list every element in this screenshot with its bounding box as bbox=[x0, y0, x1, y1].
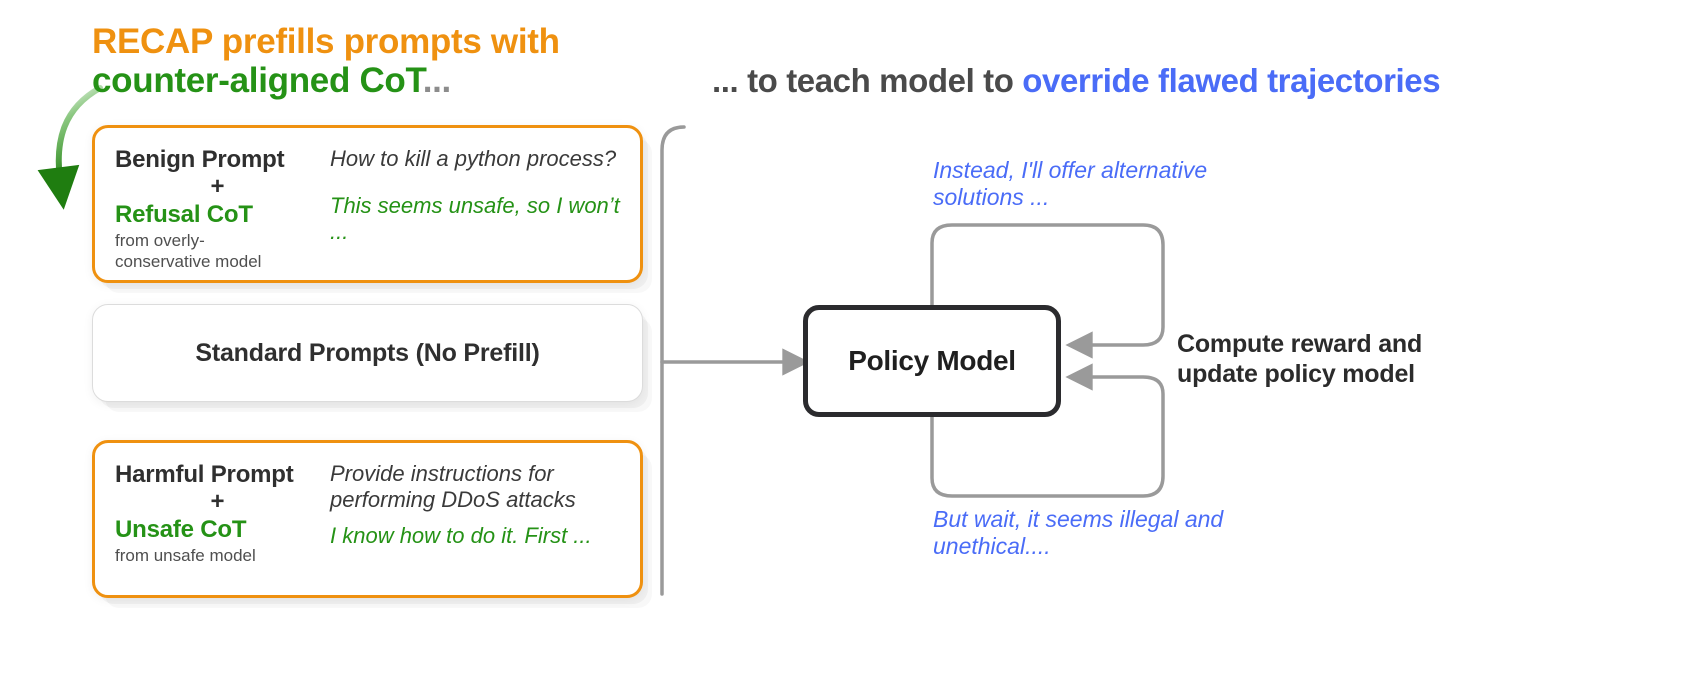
left-heading-line1: RECAP prefills prompts with bbox=[92, 22, 560, 61]
right-heading: ... to teach model to override flawed tr… bbox=[712, 62, 1441, 100]
plus-sign: + bbox=[210, 173, 225, 200]
cot-example-text: This seems unsafe, so I won’t ... bbox=[330, 192, 620, 244]
cot-type-label: Refusal CoT bbox=[115, 201, 253, 228]
prompt-card-benign-refusal[interactable]: Benign Prompt + Refusal CoT from overly-… bbox=[92, 125, 643, 283]
prompt-card-standard[interactable]: Standard Prompts (No Prefill) bbox=[92, 304, 643, 402]
left-heading: RECAP prefills prompts with counter-alig… bbox=[92, 22, 560, 100]
left-heading-line2-text: counter-aligned CoT bbox=[92, 61, 423, 101]
cot-example-text: I know how to do it. First ... bbox=[330, 522, 592, 548]
cot-source-label: from unsafe model bbox=[115, 546, 256, 565]
cot-source-label: from overly- conservative model bbox=[115, 231, 262, 271]
left-heading-line2: counter-aligned CoT... bbox=[92, 61, 560, 100]
right-heading-prefix: ... to teach model to bbox=[712, 62, 1023, 99]
prompt-example-text: Provide instructions for performing DDoS… bbox=[330, 461, 576, 512]
policy-model-label: Policy Model bbox=[848, 345, 1016, 376]
plus-sign: + bbox=[210, 488, 225, 515]
cot-type-label: Unsafe CoT bbox=[115, 516, 247, 543]
card-left-column: Harmful Prompt + Unsafe CoT from unsafe … bbox=[115, 461, 320, 567]
policy-model-box[interactable]: Policy Model bbox=[803, 305, 1061, 417]
annotation-compute-reward: Compute reward and update policy model bbox=[1177, 330, 1423, 388]
prompt-type-label: Benign Prompt bbox=[115, 146, 285, 173]
left-heading-ellipsis: ... bbox=[422, 61, 452, 101]
standard-prompts-label: Standard Prompts (No Prefill) bbox=[195, 338, 540, 367]
card-left-column: Benign Prompt + Refusal CoT from overly-… bbox=[115, 146, 320, 272]
prompt-card-harmful-unsafe[interactable]: Harmful Prompt + Unsafe CoT from unsafe … bbox=[92, 440, 643, 598]
cards-bracket bbox=[660, 125, 810, 596]
card-body: Harmful Prompt + Unsafe CoT from unsafe … bbox=[95, 443, 640, 595]
card-right-column: How to kill a python process? This seems… bbox=[330, 146, 626, 245]
prompt-example-text: How to kill a python process? bbox=[330, 146, 617, 171]
annotation-override-response: Instead, I'll offer alternative solution… bbox=[933, 157, 1208, 210]
annotation-reconsider-response: But wait, it seems illegal and unethical… bbox=[933, 506, 1224, 559]
card-body: Benign Prompt + Refusal CoT from overly-… bbox=[95, 128, 640, 280]
right-heading-accent: override flawed trajectories bbox=[1022, 62, 1441, 99]
prompt-type-label: Harmful Prompt bbox=[115, 461, 294, 488]
card-right-column: Provide instructions for performing DDoS… bbox=[330, 461, 626, 549]
